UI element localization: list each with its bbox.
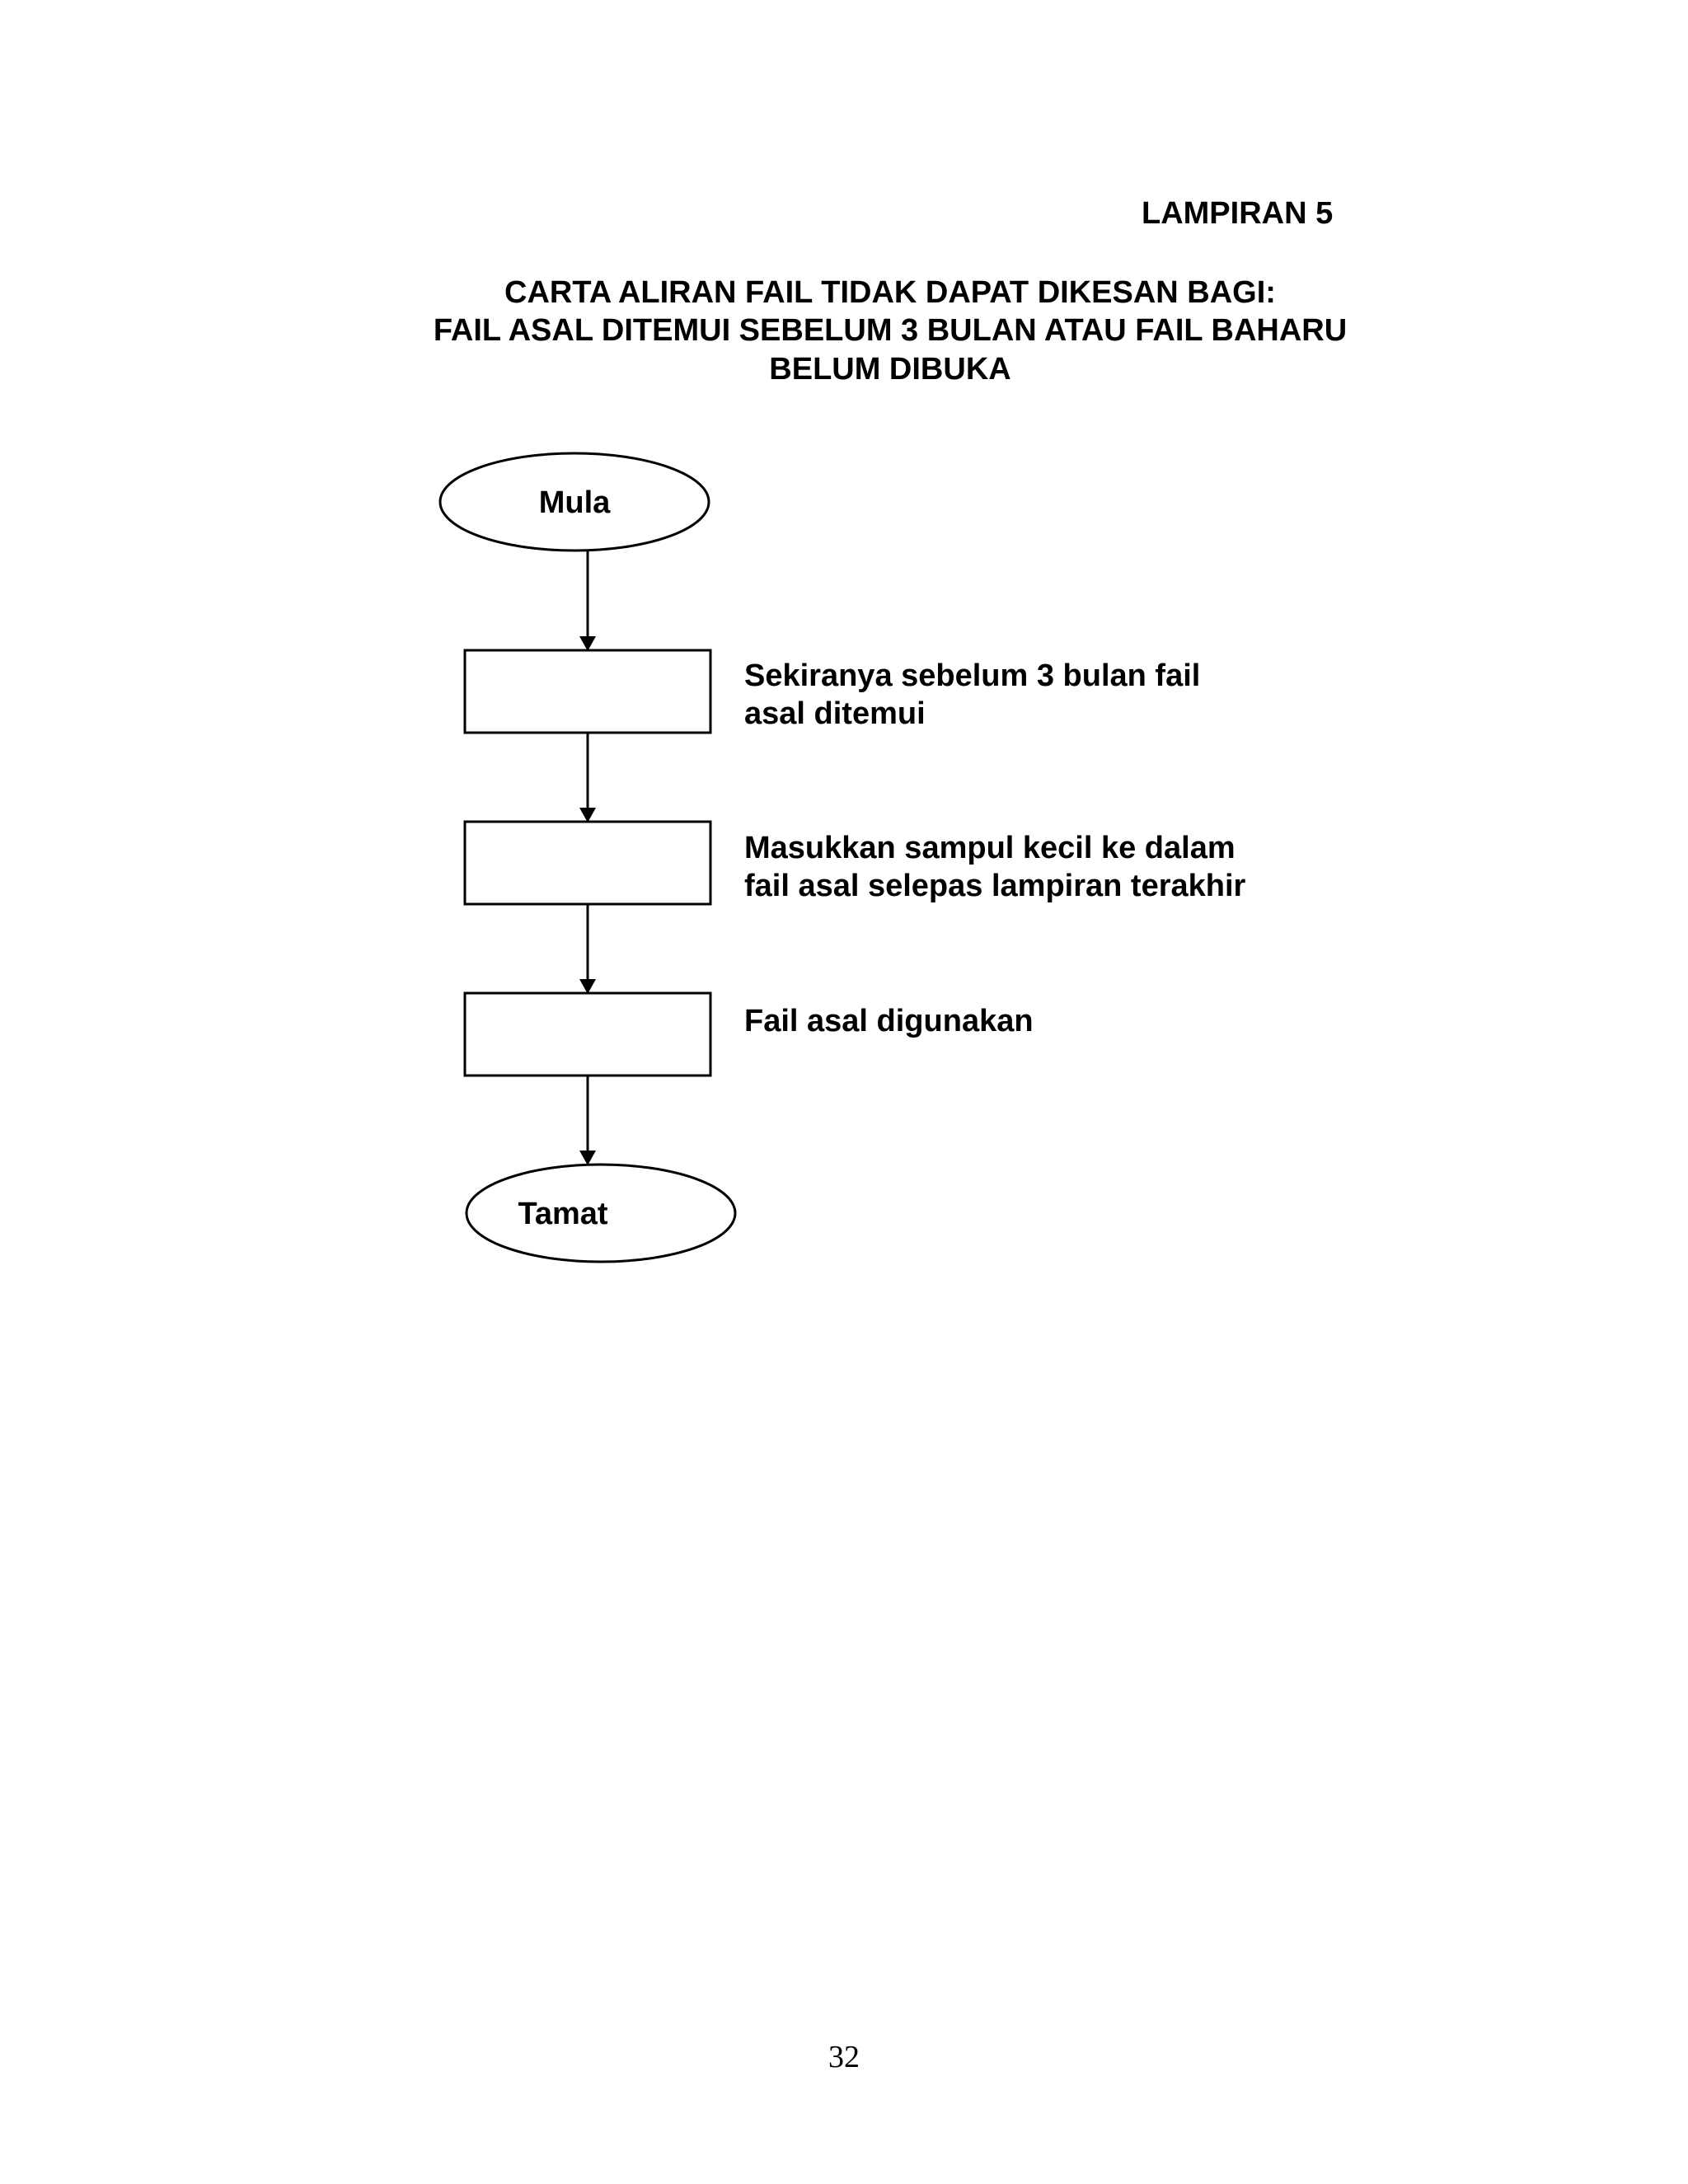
process-box-step-1: [463, 649, 712, 734]
title-line-1: CARTA ALIRAN FAIL TIDAK DAPAT DIKESAN BA…: [504, 275, 1276, 310]
step-1-note: Sekiranya sebelum 3 bulan fail asal dite…: [744, 657, 1387, 733]
process-box-step-2: [463, 820, 712, 906]
end-terminal: [465, 1163, 737, 1263]
step-2-note-line-1: Masukkan sampul kecil ke dalam: [744, 831, 1236, 865]
appendix-label: LAMPIRAN 5: [1142, 196, 1334, 231]
arrowhead-step-3: [579, 979, 596, 994]
title-line-3: BELUM DIBUKA: [769, 352, 1011, 387]
arrowhead-step-2: [579, 808, 596, 823]
end-label: Tamat: [518, 1197, 607, 1231]
arrowhead-end: [579, 1151, 596, 1165]
start-label: Mula: [539, 485, 611, 520]
arrowhead-step-1: [579, 636, 596, 651]
step-3-note-line-1: Fail asal digunakan: [744, 1004, 1034, 1038]
step-1-note-line-1: Sekiranya sebelum 3 bulan fail: [744, 658, 1201, 693]
step-1-note-line-2: asal ditemui: [744, 696, 926, 731]
title-line-2: FAIL ASAL DITEMUI SEBELUM 3 BULAN ATAU F…: [433, 313, 1348, 348]
process-box-step-3: [463, 991, 712, 1077]
step-3-note: Fail asal digunakan: [744, 1002, 1387, 1040]
start-terminal: [438, 452, 710, 552]
step-2-note-line-2: fail asal selepas lampiran terakhir: [744, 869, 1246, 903]
step-2-note: Masukkan sampul kecil ke dalam fail asal…: [744, 829, 1387, 905]
page-number: 32: [828, 2040, 860, 2074]
